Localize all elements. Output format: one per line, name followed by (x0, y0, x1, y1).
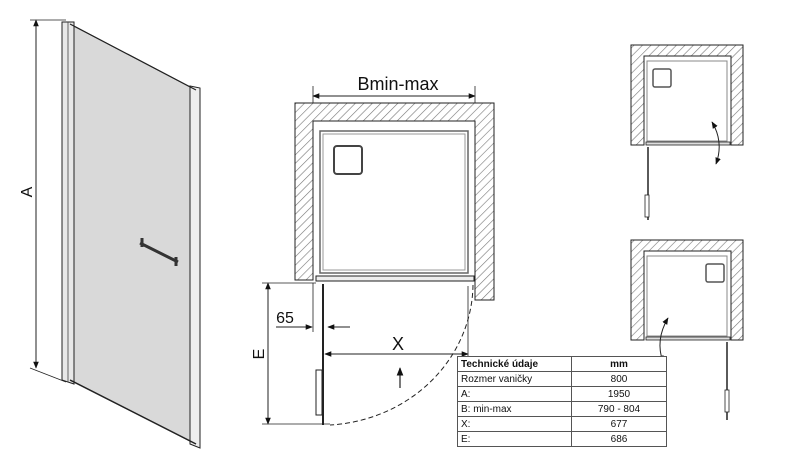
swing-arrow-icon (711, 121, 721, 165)
closed-door-glass (315, 275, 475, 282)
spec-label: Rozmer vaničky (457, 371, 572, 387)
spec-label: B: min-max (457, 401, 572, 417)
tray-drain-icon (333, 145, 363, 175)
technical-specs-table: Technické údaje mm Rozmer vaničky 800 A:… (457, 356, 667, 447)
spec-label: E: (457, 431, 572, 447)
wall-hatched (294, 102, 495, 301)
spec-value: 1950 (571, 386, 667, 402)
dimension-a-label: A (19, 186, 36, 197)
spec-value: 677 (571, 416, 667, 432)
table-header-cell: mm (571, 356, 667, 372)
dimension-65-label: 65 (276, 310, 294, 327)
table-row: Rozmer vaničky 800 (457, 371, 667, 387)
glass-panel (69, 23, 197, 445)
dimension-b-label: Bmin-max (357, 74, 438, 94)
dimension-x-label: X (392, 334, 404, 354)
spec-value: 800 (571, 371, 667, 387)
tray-drain-icon (705, 263, 725, 283)
door-handle-icon (139, 238, 179, 266)
table-row: E: 686 (457, 431, 667, 447)
plan-variant-right (630, 239, 744, 420)
table-row: A: 1950 (457, 386, 667, 402)
plan-view: Bmin-max E 65 X (251, 74, 495, 426)
tray-drain-icon (652, 68, 672, 88)
table-row: B: min-max 790 - 804 (457, 401, 667, 417)
spec-value: 686 (571, 431, 667, 447)
spec-value: 790 - 804 (571, 401, 667, 417)
door-perspective-view: A (19, 19, 201, 449)
table-header-cell: Technické údaje (457, 356, 572, 372)
door-swing-arc (329, 284, 474, 426)
table-row: X: 677 (457, 416, 667, 432)
dimension-e-label: E (251, 349, 268, 360)
table-header-row: Technické údaje mm (457, 356, 667, 372)
spec-label: A: (457, 386, 572, 402)
spec-label: X: (457, 416, 572, 432)
plan-variant-left (630, 44, 744, 220)
